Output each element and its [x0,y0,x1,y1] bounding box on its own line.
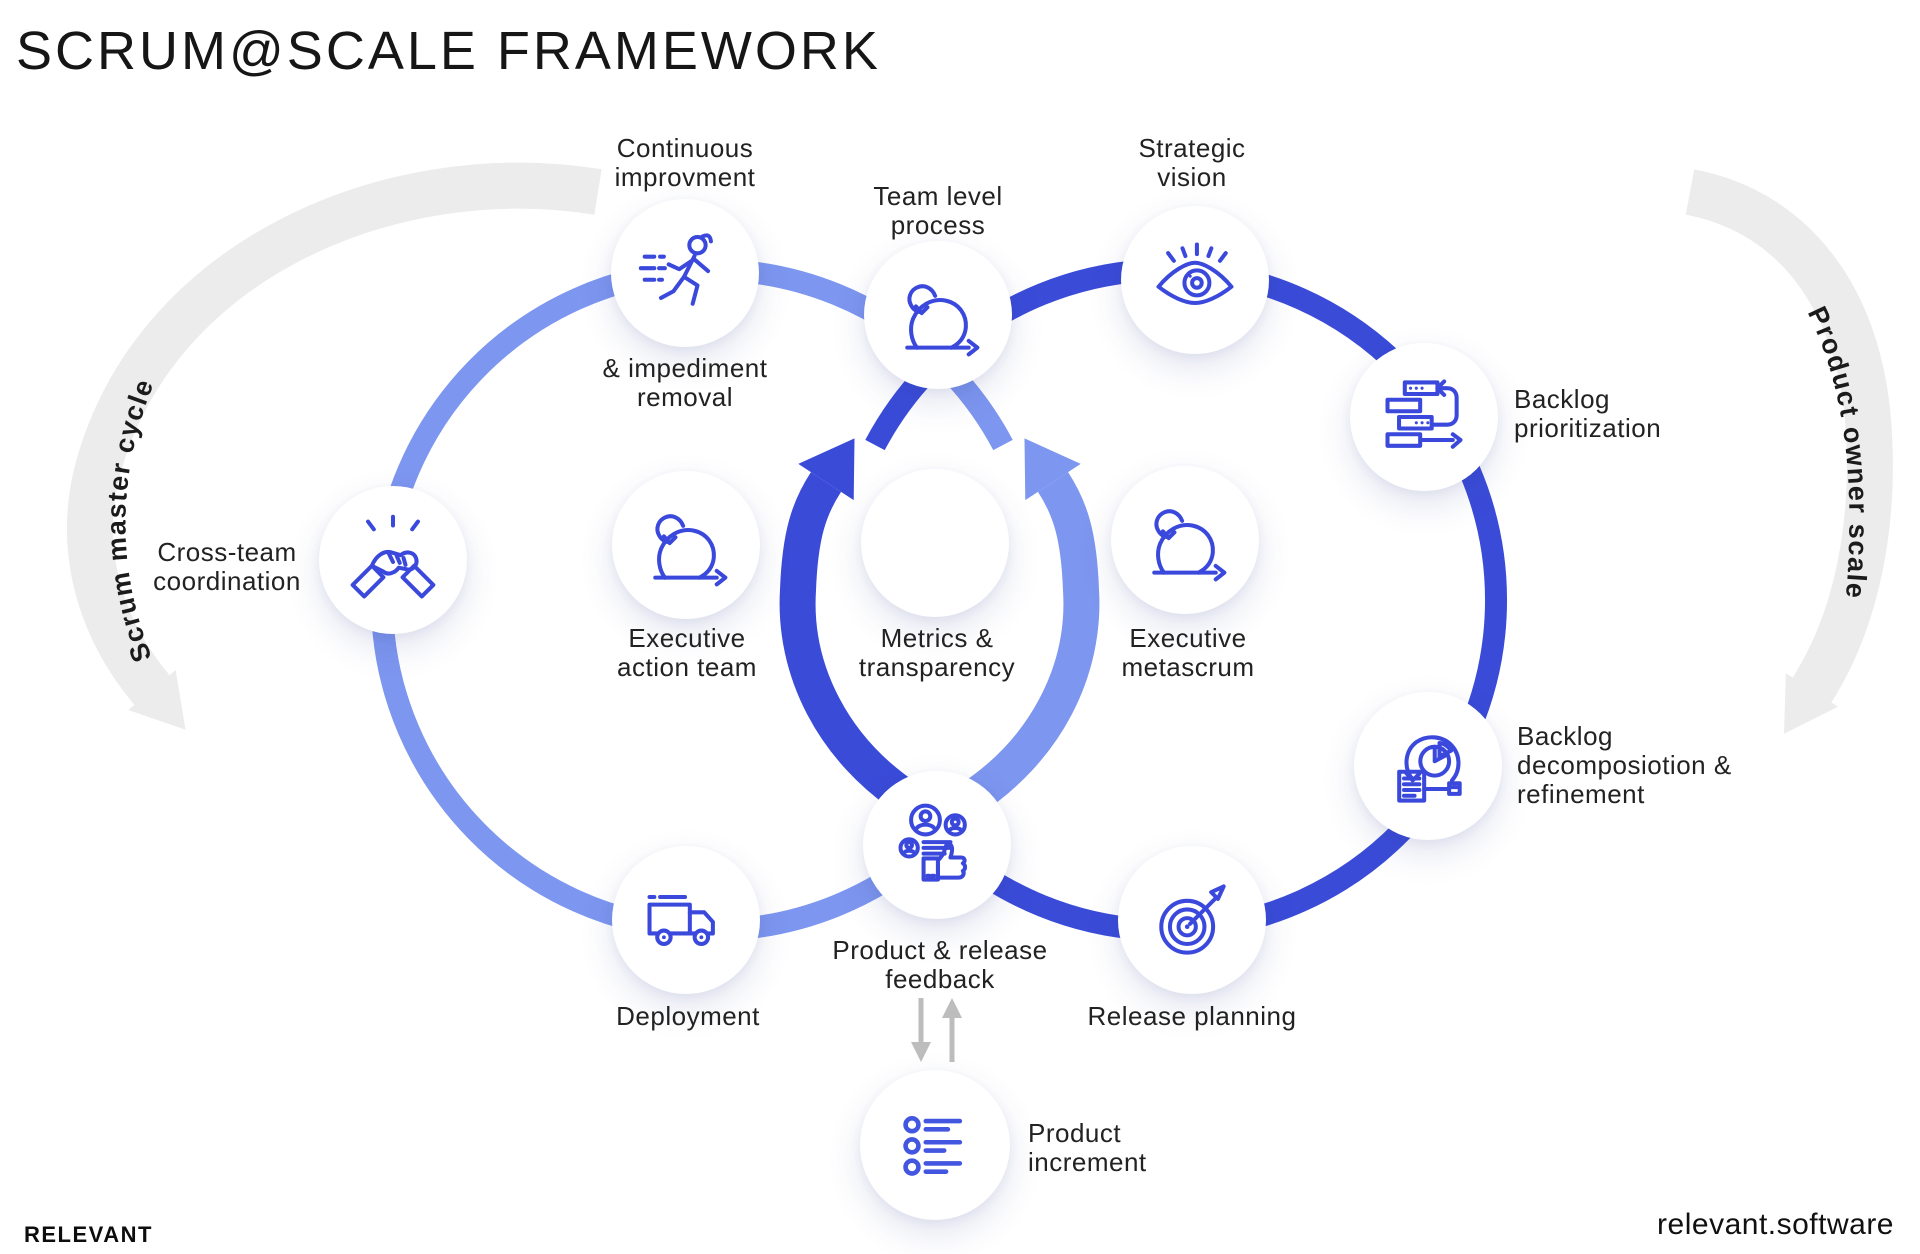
node-strategic-vision [1121,206,1269,354]
label-product-release-feedback: Product & release feedback [832,935,1048,995]
sprint-loop-icon [1137,492,1233,588]
label-executive-metascrum: Executive metascrum [1121,623,1255,683]
scrum-master-cycle-arc [66,162,602,730]
website-link[interactable]: relevant.software [1657,1208,1894,1241]
increment-up-arrow [942,998,962,1062]
node-team-level-process [864,241,1012,389]
eye-icon [1156,242,1234,306]
label-deployment: Deployment [616,1001,760,1031]
label-cross-team-coordination: Cross-team coordination [153,537,301,597]
label-product-increment: Product increment [1028,1118,1147,1178]
node-deployment [612,846,760,994]
node-backlog-prioritization [1350,343,1498,491]
node-product-release-feedback [863,771,1011,919]
label-impediment-removal: & impediment removal [602,353,768,413]
node-executive-metascrum [1111,466,1259,614]
label-team-level-process: Team level process [873,181,1003,241]
node-metrics-transparency [861,469,1009,617]
sprint-loop-icon [890,267,986,363]
node-continuous-improvement [611,199,759,347]
handshake-icon [350,514,436,599]
product-owner-cycle-arc [1685,169,1893,734]
sprint-loop-icon [638,497,734,593]
node-executive-action-team [612,471,760,619]
users-thumbsup-icon [898,803,968,882]
label-strategic-vision: Strategic vision [1138,133,1246,193]
relevant-logo: RELEVANT [24,1222,153,1247]
pie-document-icon [1397,735,1462,803]
label-backlog-decomposition: Backlog decomposiotion & refinement [1517,721,1732,810]
label-continuous-improvement: Continuous improvment [614,133,756,193]
increment-down-arrow [911,998,931,1062]
product-owner-cycle-arrowhead [1784,673,1839,734]
feedback-up-arrow-dark [779,438,921,816]
label-executive-action-team: Executive action team [617,623,757,683]
page-title: SCRUM@SCALE FRAMEWORK [16,21,881,81]
truck-icon [647,894,715,947]
running-person-icon [638,233,713,306]
target-dart-icon [1159,884,1226,955]
node-release-planning [1118,846,1266,994]
feedback-up-arrow-light [958,438,1100,816]
backlog-bars-icon [1385,379,1463,449]
node-backlog-decomposition [1354,692,1502,840]
list-icon [903,1116,963,1176]
scrum-master-cycle-arrowhead [128,670,186,730]
label-backlog-prioritization: Backlog prioritization [1514,384,1662,444]
node-cross-team-coordination [319,486,467,634]
label-release-planning: Release planning [1087,1001,1297,1031]
label-metrics-transparency: Metrics & transparency [858,623,1016,683]
node-product-increment [860,1070,1010,1220]
